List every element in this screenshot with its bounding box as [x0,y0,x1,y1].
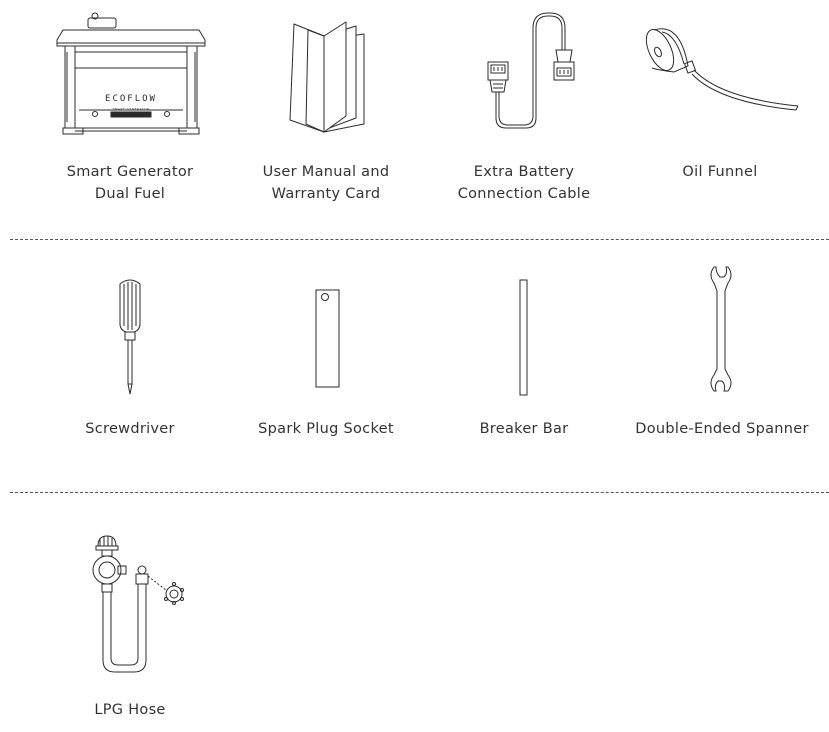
caption-line: User Manual and [262,164,390,180]
battery-cable-caption: Extra Battery Connection Cable [424,161,624,205]
lpg-hose-caption: LPG Hose [30,699,230,721]
oil-funnel-caption: Oil Funnel [620,161,820,183]
caption-line: Screwdriver [85,421,175,437]
caption-line: Warranty Card [271,186,381,202]
section-divider [10,492,829,493]
caption-line: Extra Battery [473,164,575,180]
user-manual-illustration [284,20,369,136]
breaker-bar-caption: Breaker Bar [424,418,624,440]
smart-generator-caption: Smart Generator Dual Fuel [30,161,230,205]
caption-line: LPG Hose [94,702,166,718]
user-manual-caption: User Manual and Warranty Card [226,161,426,205]
screwdriver-caption: Screwdriver [30,418,230,440]
smart-generator-illustration: ECOFLOW SMART GENERATOR [55,12,207,138]
caption-line: Connection Cable [457,186,591,202]
spark-plug-socket-caption: Spark Plug Socket [226,418,426,440]
spanner-illustration [708,265,734,393]
caption-line: Breaker Bar [479,421,569,437]
battery-cable-illustration [478,10,578,136]
breaker-bar-illustration [518,279,530,397]
generator-brand-logo: ECOFLOW [105,94,157,104]
screwdriver-illustration [112,278,148,398]
spark-plug-socket-illustration [315,289,340,389]
caption-line: Double-Ended Spanner [635,421,809,437]
section-divider [10,239,829,240]
lpg-hose-illustration [80,532,190,682]
caption-line: Spark Plug Socket [258,421,394,437]
oil-funnel-illustration [640,18,805,118]
caption-line: Smart Generator [66,164,194,180]
generator-sub-brand: SMART GENERATOR [112,107,150,111]
caption-line: Dual Fuel [94,186,166,202]
caption-line: Oil Funnel [682,164,758,180]
spanner-caption: Double-Ended Spanner [622,418,822,440]
